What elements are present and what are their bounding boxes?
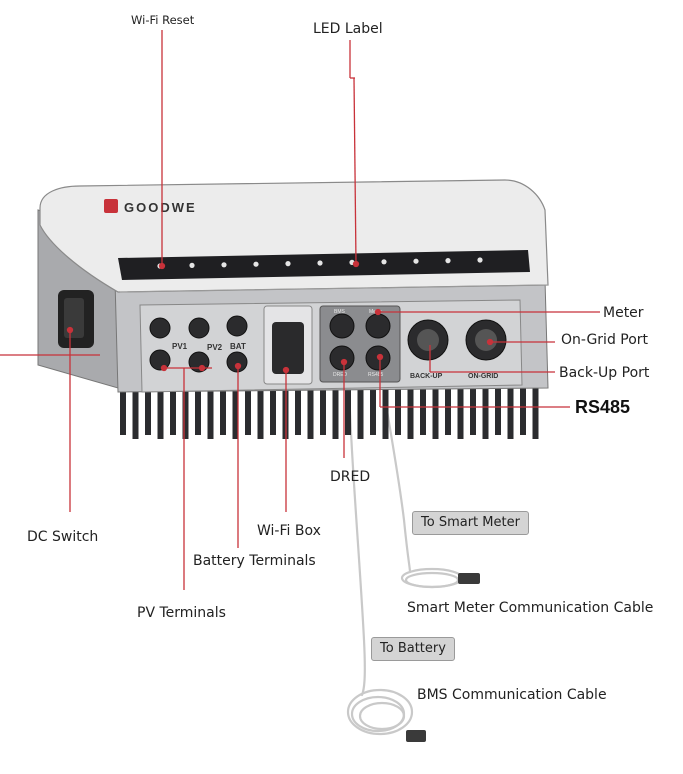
terminal-pv1-plus	[149, 317, 171, 339]
led-dot	[317, 260, 323, 266]
label-on-grid-port: On-Grid Port	[561, 332, 649, 348]
label-meter: Meter	[603, 305, 644, 321]
terminal-pv2-minus	[188, 351, 210, 373]
heatsink-fin	[457, 385, 464, 439]
heatsink-fin	[357, 385, 364, 439]
port-label-bms: BMS	[334, 309, 346, 315]
tag-to-battery: To Battery	[371, 637, 455, 661]
label-dc-switch: DC Switch	[27, 529, 99, 545]
port-label-dred: DRED	[333, 372, 348, 378]
led-dot	[253, 261, 259, 267]
label-battery-terminals: Battery Terminals	[193, 553, 316, 569]
port-dred	[329, 345, 355, 371]
heatsink-fin	[157, 385, 164, 439]
terminal-bat-plus	[226, 315, 248, 337]
heatsink-fin	[395, 385, 401, 435]
label-smart-meter-cable: Smart Meter Communication Cable	[407, 600, 654, 616]
led-dot	[285, 261, 291, 267]
terminal-label-pv2: PV2	[207, 343, 223, 352]
heatsink-fin	[295, 385, 301, 435]
led-dot	[413, 258, 419, 264]
heatsink-fin	[445, 385, 451, 435]
heatsink-fin	[345, 385, 351, 435]
heatsink-fin	[257, 385, 264, 439]
heatsink-fin	[220, 385, 226, 435]
heatsink-fin	[132, 385, 139, 439]
terminal-bat-minus	[226, 351, 248, 373]
heatsink-fin	[270, 385, 276, 435]
heatsink-fin	[370, 385, 376, 435]
heatsink-fin	[120, 385, 126, 435]
led-dot	[445, 258, 451, 264]
heatsink-fin	[182, 385, 189, 439]
heatsink-fin	[470, 385, 476, 435]
led-dot	[381, 259, 387, 265]
heatsink-fin	[307, 385, 314, 439]
leader-lines	[0, 30, 600, 590]
label-wifi-reset: Wi-Fi Reset	[131, 13, 195, 27]
comm-port-block: BMS Meter DRED RS485	[319, 305, 401, 383]
label-pv-terminals: PV Terminals	[137, 605, 226, 621]
label-rs485: RS485	[575, 397, 631, 417]
brand-logo-icon	[104, 199, 118, 213]
heatsink	[120, 385, 539, 439]
terminal-pv2-plus	[188, 317, 210, 339]
led-dot	[189, 262, 195, 268]
heatsink-fin	[482, 385, 489, 439]
ac-label-backup: BACK-UP	[410, 373, 443, 380]
led-dot	[221, 262, 227, 268]
label-back-up-port: Back-Up Port	[559, 365, 650, 381]
heatsink-fin	[195, 385, 201, 435]
heatsink-fin	[532, 385, 539, 439]
heatsink-fin	[507, 385, 514, 439]
terminal-pv1-minus	[149, 349, 171, 371]
brand-name: GOODWE	[124, 200, 197, 215]
port-label-rs485: RS485	[368, 372, 384, 378]
label-dred: DRED	[330, 469, 371, 485]
heatsink-fin	[495, 385, 501, 435]
heatsink-fin	[332, 385, 339, 439]
heatsink-fin	[432, 385, 439, 439]
pv-battery-terminals: PV1 PV2 BAT	[149, 315, 248, 373]
heatsink-fin	[170, 385, 176, 435]
heatsink-fin	[320, 385, 326, 435]
label-wifi-box: Wi-Fi Box	[257, 523, 321, 539]
wifi-box	[263, 305, 313, 385]
heatsink-fin	[420, 385, 426, 435]
heatsink-fin	[382, 385, 389, 439]
heatsink-fin	[407, 385, 414, 439]
label-led-label: LED Label	[313, 21, 383, 37]
heatsink-fin	[232, 385, 239, 439]
terminal-label-pv1: PV1	[172, 342, 188, 351]
ac-label-ongrid: ON-GRID	[468, 373, 498, 380]
port-bms	[329, 313, 355, 339]
ac-ports: BACK-UP ON-GRID	[407, 319, 507, 380]
label-bms-cable: BMS Communication Cable	[417, 687, 607, 703]
bms-connector	[406, 730, 426, 742]
led-dot	[477, 257, 483, 263]
tag-to-smart-meter: To Smart Meter	[412, 511, 529, 535]
heatsink-fin	[145, 385, 151, 435]
heatsink-fin	[245, 385, 251, 435]
heatsink-fin	[520, 385, 526, 435]
heatsink-fin	[207, 385, 214, 439]
port-meter	[365, 313, 391, 339]
terminal-label-bat: BAT	[230, 342, 246, 351]
smart-meter-connector	[458, 573, 480, 584]
